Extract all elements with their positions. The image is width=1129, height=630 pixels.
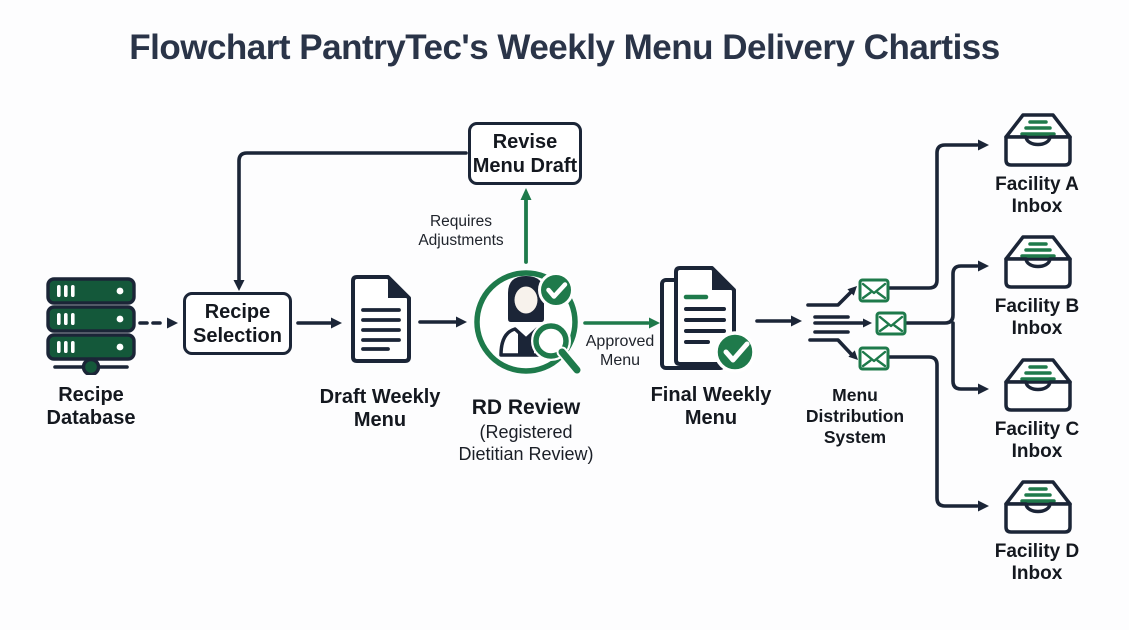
approved-check-icon [714, 331, 756, 373]
person-shirt [518, 331, 534, 355]
facility-a-label: Facility A Inbox [995, 174, 1079, 217]
dietitian-review-icon [474, 270, 583, 376]
inbox-tray-icon-c [1004, 358, 1072, 412]
approved-menu-label: Approved Menu [585, 333, 655, 369]
facility-b-label: Facility B Inbox [994, 296, 1080, 339]
distribution-arrows-icon [806, 278, 907, 371]
person-face [514, 286, 538, 314]
facility-d-label: Facility D Inbox [994, 541, 1080, 584]
envelope-icon-top [858, 278, 890, 303]
magnifier-icon [533, 323, 569, 359]
requires-adjustments-label: Requires Adjustments [418, 213, 504, 249]
edge-to-facility-a [887, 143, 979, 290]
facility-c-label: Facility C Inbox [994, 419, 1080, 462]
inbox-tray-icon-a [1004, 113, 1072, 167]
envelope-icon-bottom [858, 346, 890, 371]
revise-menu-draft-box: Revise Menu Draft [468, 122, 582, 185]
rd-review-label: RD Review [471, 396, 581, 419]
draft-document-icon [351, 275, 411, 363]
rd-review-sublabel: (Registered Dietitian Review) [458, 422, 594, 464]
recipe-selection-box: Recipe Selection [183, 292, 292, 355]
recipe-database-label: Recipe Database [46, 384, 136, 429]
edge-to-facility-b [904, 264, 979, 325]
page-title: Flowchart PantryTec's Weekly Menu Delive… [129, 28, 1000, 67]
menu-distribution-label: Menu Distribution System [805, 385, 905, 447]
envelope-icon-middle [875, 311, 907, 336]
edge-to-facility-c [951, 321, 979, 391]
final-menu-documents-icon [660, 266, 756, 373]
inbox-tray-icon-b [1004, 235, 1072, 289]
check-badge-icon [538, 272, 574, 308]
database-server-icon [46, 277, 136, 375]
inbox-tray-icon-d [1004, 480, 1072, 534]
draft-weekly-menu-label: Draft Weekly Menu [319, 386, 441, 431]
final-weekly-menu-label: Final Weekly Menu [650, 384, 772, 429]
